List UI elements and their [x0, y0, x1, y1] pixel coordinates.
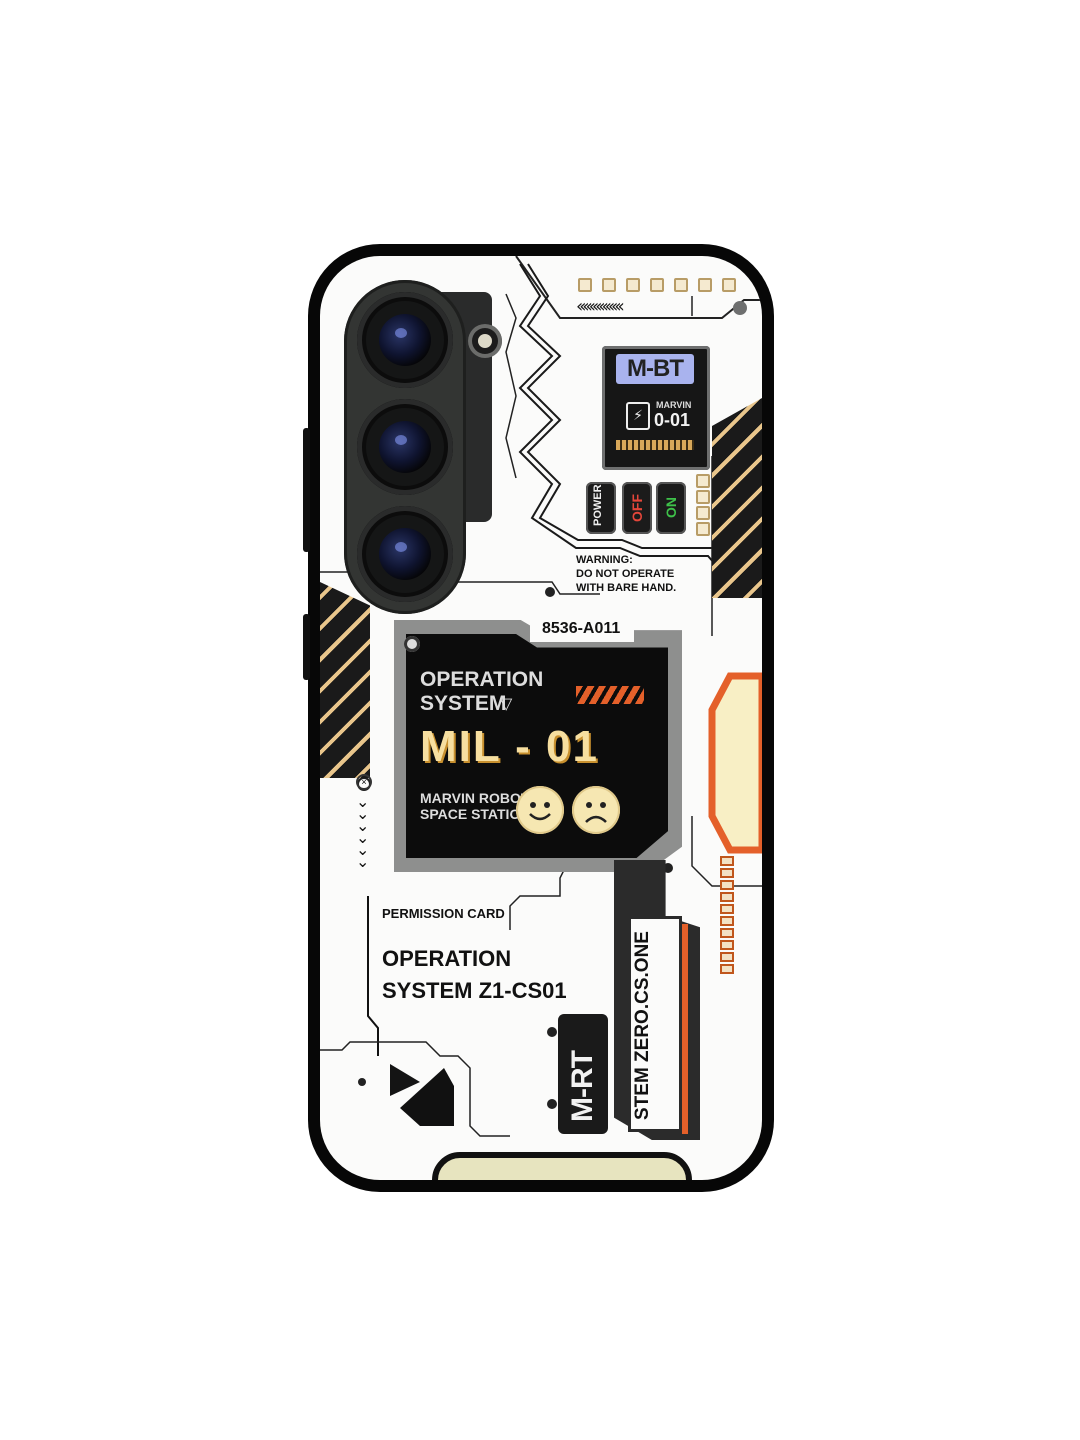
top-pad [650, 278, 664, 292]
top-pad [674, 278, 688, 292]
camera-lens [357, 399, 453, 495]
permission-label: PERMISSION CARD [382, 906, 505, 921]
hazard-stripe-right [712, 398, 762, 598]
top-pad [578, 278, 592, 292]
power-label-box [586, 482, 616, 534]
bottom-tab [432, 1152, 692, 1180]
on-button[interactable] [656, 482, 686, 534]
close-circle-icon: × [356, 774, 372, 790]
off-label: OFF [629, 494, 645, 522]
side-pad [696, 474, 710, 488]
chevron-row-icon: ‹‹‹‹‹‹‹‹‹‹‹‹‹‹ [576, 296, 625, 317]
side-pad [696, 522, 710, 536]
sad-face-icon [572, 786, 620, 834]
happy-face-icon [516, 786, 564, 834]
screen-subtitle-1: MARVIN ROBOT [420, 790, 530, 806]
tick-mark [720, 892, 734, 902]
screen-subtitle-2: SPACE STATION [420, 806, 531, 822]
on-label: ON [663, 497, 679, 518]
warning-line-2: DO NOT OPERATE [576, 568, 675, 580]
vertical-system-label: STEM ZERO.CS.ONE [632, 931, 653, 1120]
screen-heading-2: SYSTEM [420, 692, 507, 715]
screen-serial: 8536-A011 [542, 620, 621, 637]
off-button[interactable] [622, 482, 652, 534]
permission-line-1: OPERATION [382, 946, 512, 971]
tick-mark [720, 940, 734, 950]
camera-flash [468, 324, 502, 358]
warning-stripe-badge [576, 686, 644, 704]
serial-tab [530, 618, 634, 642]
warning-line-1: WARNING: [576, 554, 633, 566]
tick-mark [720, 916, 734, 926]
side-button-lower [303, 614, 310, 680]
case-back-print: ‹‹‹‹‹‹‹‹‹‹‹‹‹‹ M-BT ⚡ MARVIN 0-01 POWER … [320, 256, 762, 1180]
tick-mark [720, 904, 734, 914]
orange-accent-bar [682, 924, 688, 1134]
camera-island [344, 280, 466, 614]
badge-block [558, 1014, 608, 1134]
vertical-strip-panel [628, 916, 682, 1132]
tick-mark [720, 868, 734, 878]
top-pad [602, 278, 616, 292]
tick-mark [720, 880, 734, 890]
tick-mark [720, 856, 734, 866]
module-name: MARVIN [656, 400, 692, 410]
module-led-strip [616, 440, 694, 450]
module-badge: M-BT [616, 354, 694, 384]
side-pad [696, 506, 710, 520]
circuit-traces [320, 256, 762, 1137]
top-pad [698, 278, 712, 292]
screen-corner-icon [404, 636, 420, 652]
screen-title: MIL - 01 [420, 722, 600, 771]
tick-mark [720, 952, 734, 962]
permission-line-2: SYSTEM Z1-CS01 [382, 978, 567, 1003]
camera-lens [357, 292, 453, 388]
warning-line-3: WITH BARE HAND. [576, 582, 677, 594]
chevron-column-icon: ⌄⌄⌄⌄⌄⌄ [356, 792, 370, 871]
hazard-stripe-left [320, 582, 370, 778]
tick-mark [720, 928, 734, 938]
side-button-upper [303, 428, 310, 552]
vertical-badge: M-RT [566, 1051, 599, 1122]
lightning-icon: ⚡ [626, 402, 650, 430]
camera-lens [357, 506, 453, 602]
power-label: POWER [592, 484, 604, 526]
triangle-down-icon: ▽ [500, 694, 513, 713]
side-pad [696, 490, 710, 504]
tick-mark [720, 964, 734, 974]
screen-heading-1: OPERATION [420, 668, 544, 691]
top-pad [722, 278, 736, 292]
top-pad [626, 278, 640, 292]
module-code: 0-01 [654, 410, 691, 430]
phone-case: ‹‹‹‹‹‹‹‹‹‹‹‹‹‹ M-BT ⚡ MARVIN 0-01 POWER … [303, 244, 774, 1192]
